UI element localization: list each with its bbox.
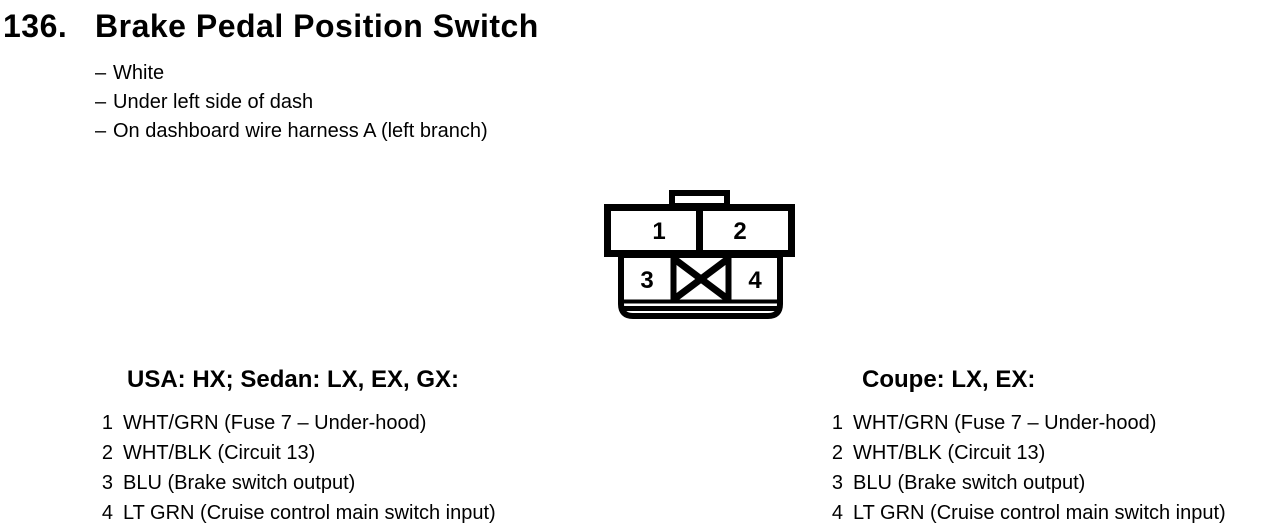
pin-description: BLU (Brake switch output) [123,472,356,494]
pinout-coupe: Coupe: LX, EX: 1 WHT/GRN (Fuse 7 – Under… [825,367,1280,528]
pinout-header: Coupe: LX, EX: [862,366,1036,393]
note-line: – On dashboard wire harness A (left bran… [95,117,488,146]
pin-number: 1 [831,412,843,434]
pin-number: 2 [831,442,843,464]
pin-number: 3 [101,472,113,494]
pin-description: LT GRN (Cruise control main switch input… [123,502,496,524]
pin-description: WHT/BLK (Circuit 13) [123,442,316,464]
pin-number: 3 [831,472,843,494]
pinout-row: 1 WHT/GRN (Fuse 7 – Under-hood) [95,408,555,438]
pin-description: WHT/GRN (Fuse 7 – Under-hood) [123,412,427,434]
blocked-cavity-x-stroke [670,255,732,303]
note-text: White [113,62,165,84]
dash-bullet: – [95,62,107,84]
dash-bullet: – [95,91,107,113]
section-number: 136. [3,8,68,44]
pin-description: WHT/BLK (Circuit 13) [853,442,1046,464]
pin-number: 4 [831,502,843,524]
pin-description: BLU (Brake switch output) [853,472,1086,494]
pinout-rows: 1 WHT/GRN (Fuse 7 – Under-hood) 2 WHT/BL… [825,408,1280,528]
location-notes: – White – Under left side of dash – On d… [95,59,488,146]
pin-number: 2 [101,442,113,464]
pinout-row: 4 LT GRN (Cruise control main switch inp… [95,498,555,528]
pinout-row: 2 WHT/BLK (Circuit 13) [825,438,1280,468]
pin-1-label: 1 [652,218,665,245]
pinout-row: 2 WHT/BLK (Circuit 13) [95,438,555,468]
pin-3-label: 3 [640,267,653,294]
pinout-rows: 1 WHT/GRN (Fuse 7 – Under-hood) 2 WHT/BL… [95,408,555,528]
pin-description: LT GRN (Cruise control main switch input… [853,502,1226,524]
note-line: – White [95,59,488,88]
pinout-usa-sedan: USA: HX; Sedan: LX, EX, GX: 1 WHT/GRN (F… [95,367,555,528]
page-title: Brake Pedal Position Switch [95,8,539,44]
pinout-row: 3 BLU (Brake switch output) [825,468,1280,498]
note-line: – Under left side of dash [95,88,488,117]
section-title-row: 136. Brake Pedal Position Switch [3,8,539,45]
pin-4-label: 4 [748,267,762,294]
pinout-row: 4 LT GRN (Cruise control main switch inp… [825,498,1280,528]
pin-description: WHT/GRN (Fuse 7 – Under-hood) [853,412,1157,434]
connector-diagram: 1 2 3 4 [604,190,795,319]
pinout-row: 1 WHT/GRN (Fuse 7 – Under-hood) [825,408,1280,438]
pinout-header: USA: HX; Sedan: LX, EX, GX: [127,366,460,393]
dash-bullet: – [95,120,107,142]
note-text: On dashboard wire harness A (left branch… [113,120,488,142]
pin-2-label: 2 [733,218,746,245]
note-text: Under left side of dash [113,91,314,113]
pinout-row: 3 BLU (Brake switch output) [95,468,555,498]
pin-number: 4 [101,502,113,524]
pin-number: 1 [101,412,113,434]
